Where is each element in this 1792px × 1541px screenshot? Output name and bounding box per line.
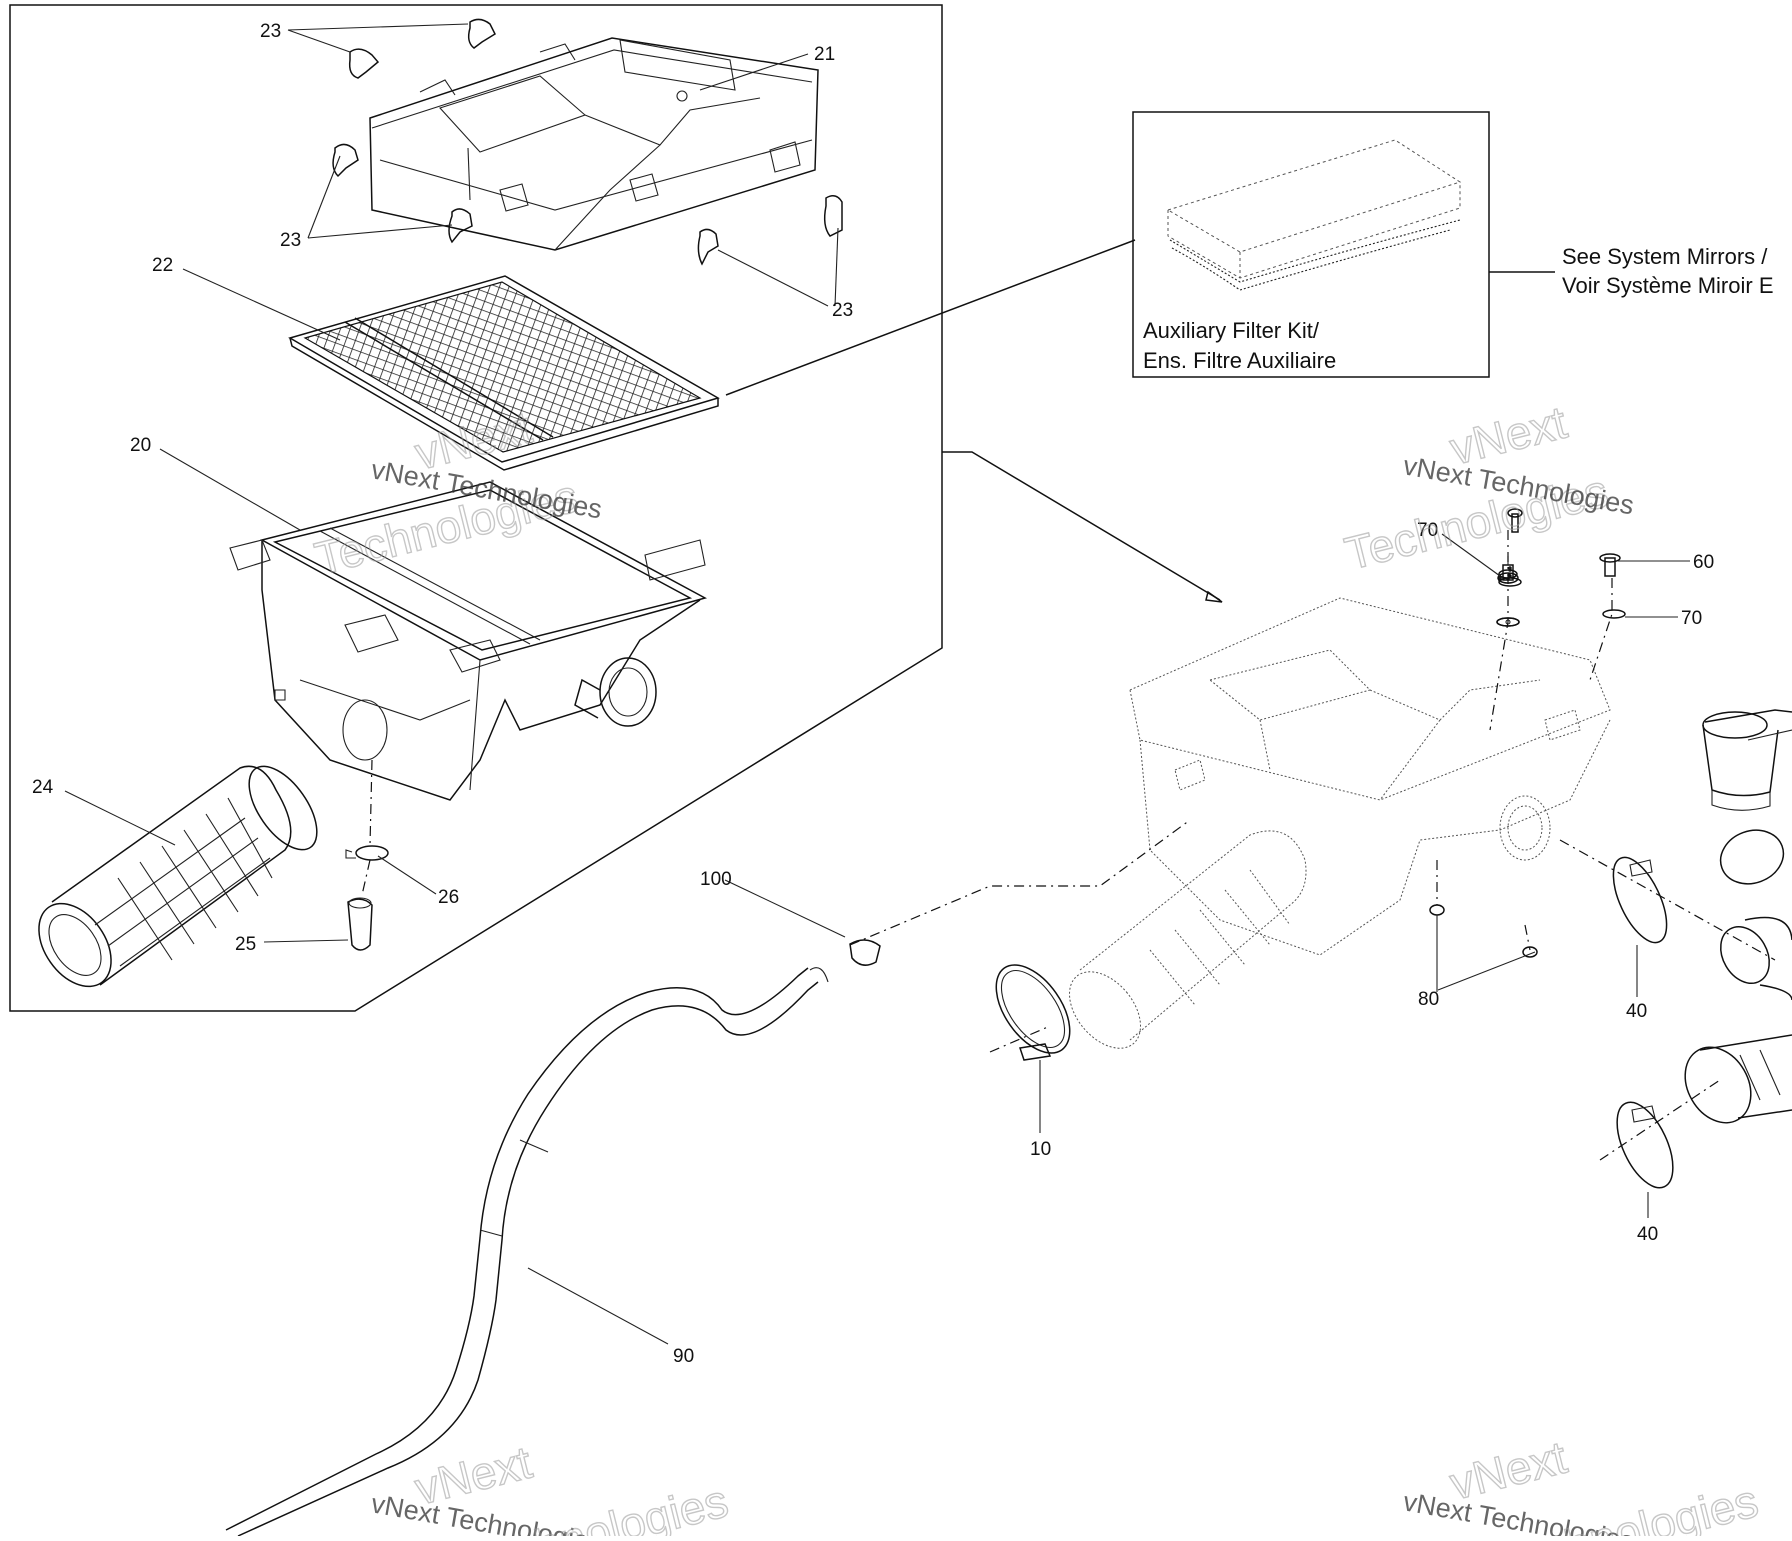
part-fasteners — [1429, 508, 1626, 958]
watermarks: vNext Technologies vNext Technologies vN… — [309, 395, 1764, 1541]
callout-20: 20 — [130, 435, 151, 456]
callout-90: 90 — [673, 1346, 694, 1367]
callout-10: 10 — [1030, 1139, 1051, 1160]
callout-25: 25 — [235, 934, 256, 955]
assembled-air-box — [1069, 597, 1611, 1049]
callout-24: 24 — [32, 777, 54, 798]
reference-note-line2: Voir Système Miroir E — [1562, 273, 1774, 298]
part-air-filter — [288, 275, 720, 471]
assembly-lines — [849, 530, 1776, 1161]
part-right-tubes — [1612, 709, 1792, 1189]
part-air-box-base — [229, 481, 707, 801]
auxiliary-filter-kit-box — [1132, 111, 1490, 378]
part-intake-duct — [38, 765, 318, 988]
part-drain-and-clamp — [345, 759, 389, 951]
leader-lines — [64, 23, 1792, 1345]
part-clamp-10 — [995, 964, 1071, 1061]
callout-23a: 23 — [260, 21, 281, 42]
callout-100: 100 — [700, 869, 732, 890]
callout-26: 26 — [438, 887, 459, 908]
part-hose — [225, 939, 881, 1537]
aux-box-line2: Ens. Filtre Auxiliaire — [1143, 348, 1336, 373]
callout-23c: 23 — [832, 300, 853, 321]
reference-note-line1: See System Mirrors / — [1562, 244, 1768, 269]
left-frame — [9, 4, 943, 1012]
callout-21: 21 — [814, 44, 835, 65]
callout-40b: 40 — [1637, 1224, 1658, 1245]
callout-22: 22 — [152, 255, 173, 276]
aux-box-line1: Auxiliary Filter Kit/ — [1143, 318, 1320, 343]
callout-80: 80 — [1418, 989, 1439, 1010]
callout-23b: 23 — [280, 230, 301, 251]
callout-60: 60 — [1693, 552, 1714, 573]
part-clips — [332, 18, 843, 266]
part-air-box-cover — [369, 37, 819, 251]
callout-labels: 23 21 23 22 23 20 24 25 26 100 90 10 70 … — [32, 21, 1714, 1367]
callout-70b: 70 — [1681, 608, 1702, 629]
callout-40a: 40 — [1626, 1001, 1647, 1022]
callout-70a: 70 — [1417, 520, 1438, 541]
